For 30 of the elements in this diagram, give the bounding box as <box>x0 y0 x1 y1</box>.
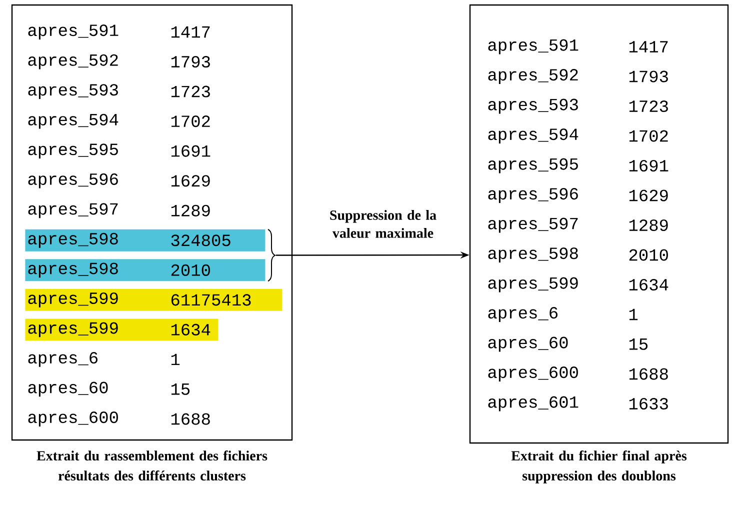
table-row: apres_596 1629 <box>488 188 668 203</box>
highlighted-row: apres_598 2010 <box>488 248 668 262</box>
highlighted-row: apres_599 1634 <box>488 277 668 292</box>
box-label: Extrait du rassemblement des fichiers résultats des différents clusters <box>36 450 268 481</box>
table-row: apres_6 1 <box>488 307 638 322</box>
table-row: apres_596 1629 <box>28 173 210 188</box>
table-row: apres_592 1793 <box>488 69 668 84</box>
highlighted-row: apres_599 1634 <box>25 318 218 341</box>
table-row: apres_591 1417 <box>488 39 668 54</box>
table-row: apres_594 1702 <box>28 114 210 129</box>
table-row: apres_597 1289 <box>28 203 210 218</box>
edge-label: Suppression de la valeur maximale <box>330 210 436 238</box>
table-row: apres_594 1702 <box>488 128 668 144</box>
highlighted-row: apres_598 2010 <box>25 259 266 282</box>
highlighted-row: apres_598 324805 <box>25 229 266 252</box>
table-row: apres_60 15 <box>28 382 190 397</box>
box-label: Extrait du fichier final après suppression des doublons <box>511 450 687 484</box>
table-row: apres_600 1688 <box>28 412 210 426</box>
table-row: apres_60 15 <box>488 336 648 352</box>
table-row: apres_601 1633 <box>488 396 668 412</box>
table-row: apres_595 1691 <box>488 158 668 174</box>
table-row: apres_600 1688 <box>488 366 668 382</box>
table-row: apres_593 1723 <box>28 84 210 99</box>
table-row: apres_595 1691 <box>28 144 210 159</box>
table-row: apres_592 1793 <box>28 54 210 70</box>
highlighted-row: apres_599 61175413 <box>25 288 282 311</box>
table-row: apres_597 1289 <box>488 218 668 233</box>
table-row: apres_593 1723 <box>488 98 668 114</box>
table-row: apres_6 1 <box>28 352 180 367</box>
table-row: apres_591 1417 <box>28 24 210 40</box>
